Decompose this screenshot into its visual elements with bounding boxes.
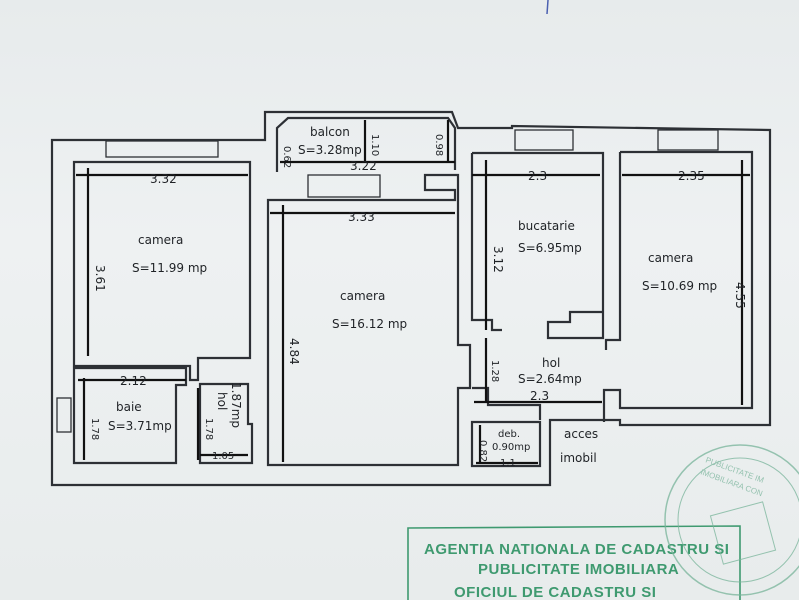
room-name: camera — [648, 251, 693, 265]
bucatarie-left — [470, 153, 502, 332]
dim-label: 0.62 — [281, 146, 292, 168]
dim-label: 1.05 — [212, 451, 234, 462]
dim-label: 3.22 — [350, 159, 377, 173]
room-name: hol — [542, 356, 560, 370]
dim-label: 3.12 — [491, 246, 505, 273]
room-hol-1 — [198, 382, 254, 465]
dim-label: 3.32 — [150, 172, 177, 186]
dim-label: 2.35 — [678, 169, 705, 183]
room-name: deb. — [498, 429, 520, 440]
window-1 — [105, 140, 219, 158]
cadastre-stamp: AGENTIA NATIONALA DE CADASTRU SI PUBLICI… — [407, 525, 741, 600]
room-area: 0.90mp — [492, 442, 530, 453]
room-bucatarie — [472, 151, 605, 340]
dim-label: 1.78 — [203, 418, 214, 440]
window-balcon — [307, 174, 381, 198]
dim-label: 2.3 — [528, 169, 547, 183]
room-name: baie — [116, 400, 142, 414]
room-baie — [72, 366, 188, 465]
stamp-line: OFICIUL DE CADASTRU SI — [454, 584, 656, 600]
window-3 — [657, 129, 719, 151]
dim-label: 1.1 — [500, 458, 516, 469]
dim-label: 1.10 — [369, 134, 380, 156]
room-area: S=16.12 mp — [332, 317, 407, 331]
balcony-wall — [275, 116, 457, 172]
room-area: S=6.95mp — [518, 241, 582, 255]
dim-label: 0.82 — [477, 440, 488, 462]
room-name: hol — [215, 392, 229, 410]
access-label: acces — [564, 427, 598, 441]
room-area: S=2.64mp — [518, 372, 582, 386]
dim-label: 2.3 — [530, 389, 549, 403]
dim-label: 4.84 — [287, 338, 301, 365]
dim-label: 3.61 — [93, 265, 107, 292]
room-deb — [470, 420, 542, 468]
room-name: camera — [340, 289, 385, 303]
dim-label: 1.28 — [489, 360, 500, 382]
room-area: S=11.99 mp — [132, 261, 207, 275]
room-name: balcon — [310, 125, 350, 139]
baie-window — [56, 397, 72, 433]
dim-label: 0.98 — [433, 134, 444, 156]
access-label: imobil — [560, 451, 597, 465]
stamp-line: AGENTIA NATIONALA DE CADASTRU SI — [424, 541, 729, 558]
room-camera-3-left — [604, 152, 622, 350]
outer-wall — [50, 110, 772, 487]
window-2 — [514, 129, 574, 151]
room-camera-3 — [602, 150, 754, 422]
room-camera-2 — [266, 173, 472, 467]
room-name: bucatarie — [518, 219, 575, 233]
room-area: S=10.69 mp — [642, 279, 717, 293]
dim-label: 4.55 — [733, 282, 747, 309]
pen-mark — [546, 0, 549, 15]
dim-label: 1.78 — [89, 418, 100, 440]
room-area: S=3.71mp — [108, 419, 172, 433]
stamp-line: PUBLICITATE IMOBILIARA — [478, 561, 679, 578]
room-area: S=3.28mp — [298, 143, 362, 157]
dim-label: 3.33 — [348, 210, 375, 224]
dim-label: 2.12 — [120, 374, 147, 388]
round-seal: PUBLICITATE IM IMOBILIARA CON — [664, 444, 799, 596]
room-camera-1 — [72, 160, 252, 382]
room-area: 1.87mp — [229, 382, 243, 428]
room-name: camera — [138, 233, 183, 247]
room-hol-2 — [472, 386, 542, 420]
